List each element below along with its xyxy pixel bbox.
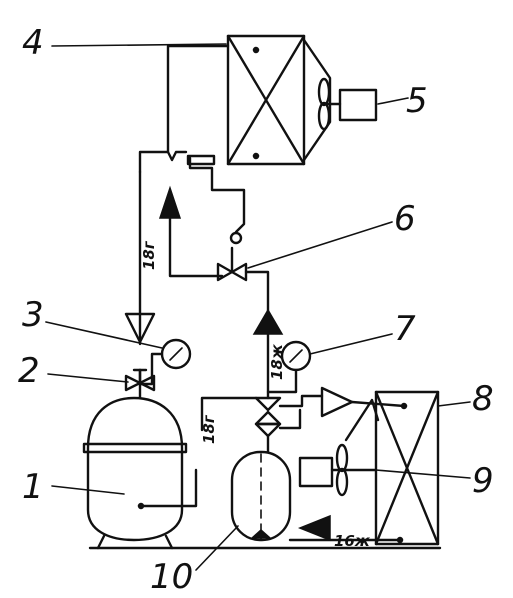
top-fan-icon	[317, 77, 342, 131]
liquid-line-left	[124, 44, 230, 400]
compressor-valves	[200, 394, 324, 454]
label-6: 6	[394, 199, 416, 239]
top-heat-exchanger	[226, 34, 332, 166]
leader-lines	[45, 43, 471, 571]
pipe-label-left: 18г	[140, 240, 158, 270]
label-8: 8	[472, 379, 494, 419]
label-7: 7	[394, 309, 416, 349]
suction-line-middle	[266, 332, 312, 400]
label-9: 9	[472, 461, 494, 501]
label-5: 5	[406, 81, 428, 121]
pipe-label-receiver: 18г	[200, 414, 218, 444]
compressor-10	[230, 450, 292, 542]
label-3: 3	[22, 295, 44, 335]
receiver-tank-1	[82, 396, 198, 550]
valve-6	[186, 154, 284, 335]
label-2: 2	[18, 351, 40, 391]
pipe-label-bottom: 16ж	[334, 532, 371, 550]
label-1: 1	[22, 467, 44, 507]
label-4: 4	[22, 23, 44, 63]
label-10: 10	[150, 557, 193, 597]
pipe-label-middle: 18ж	[268, 343, 286, 380]
top-fan-motor	[338, 88, 378, 122]
lower-condenser-8	[288, 386, 440, 546]
lower-fan-9	[298, 443, 378, 497]
pressure-gauge-3	[138, 338, 192, 386]
